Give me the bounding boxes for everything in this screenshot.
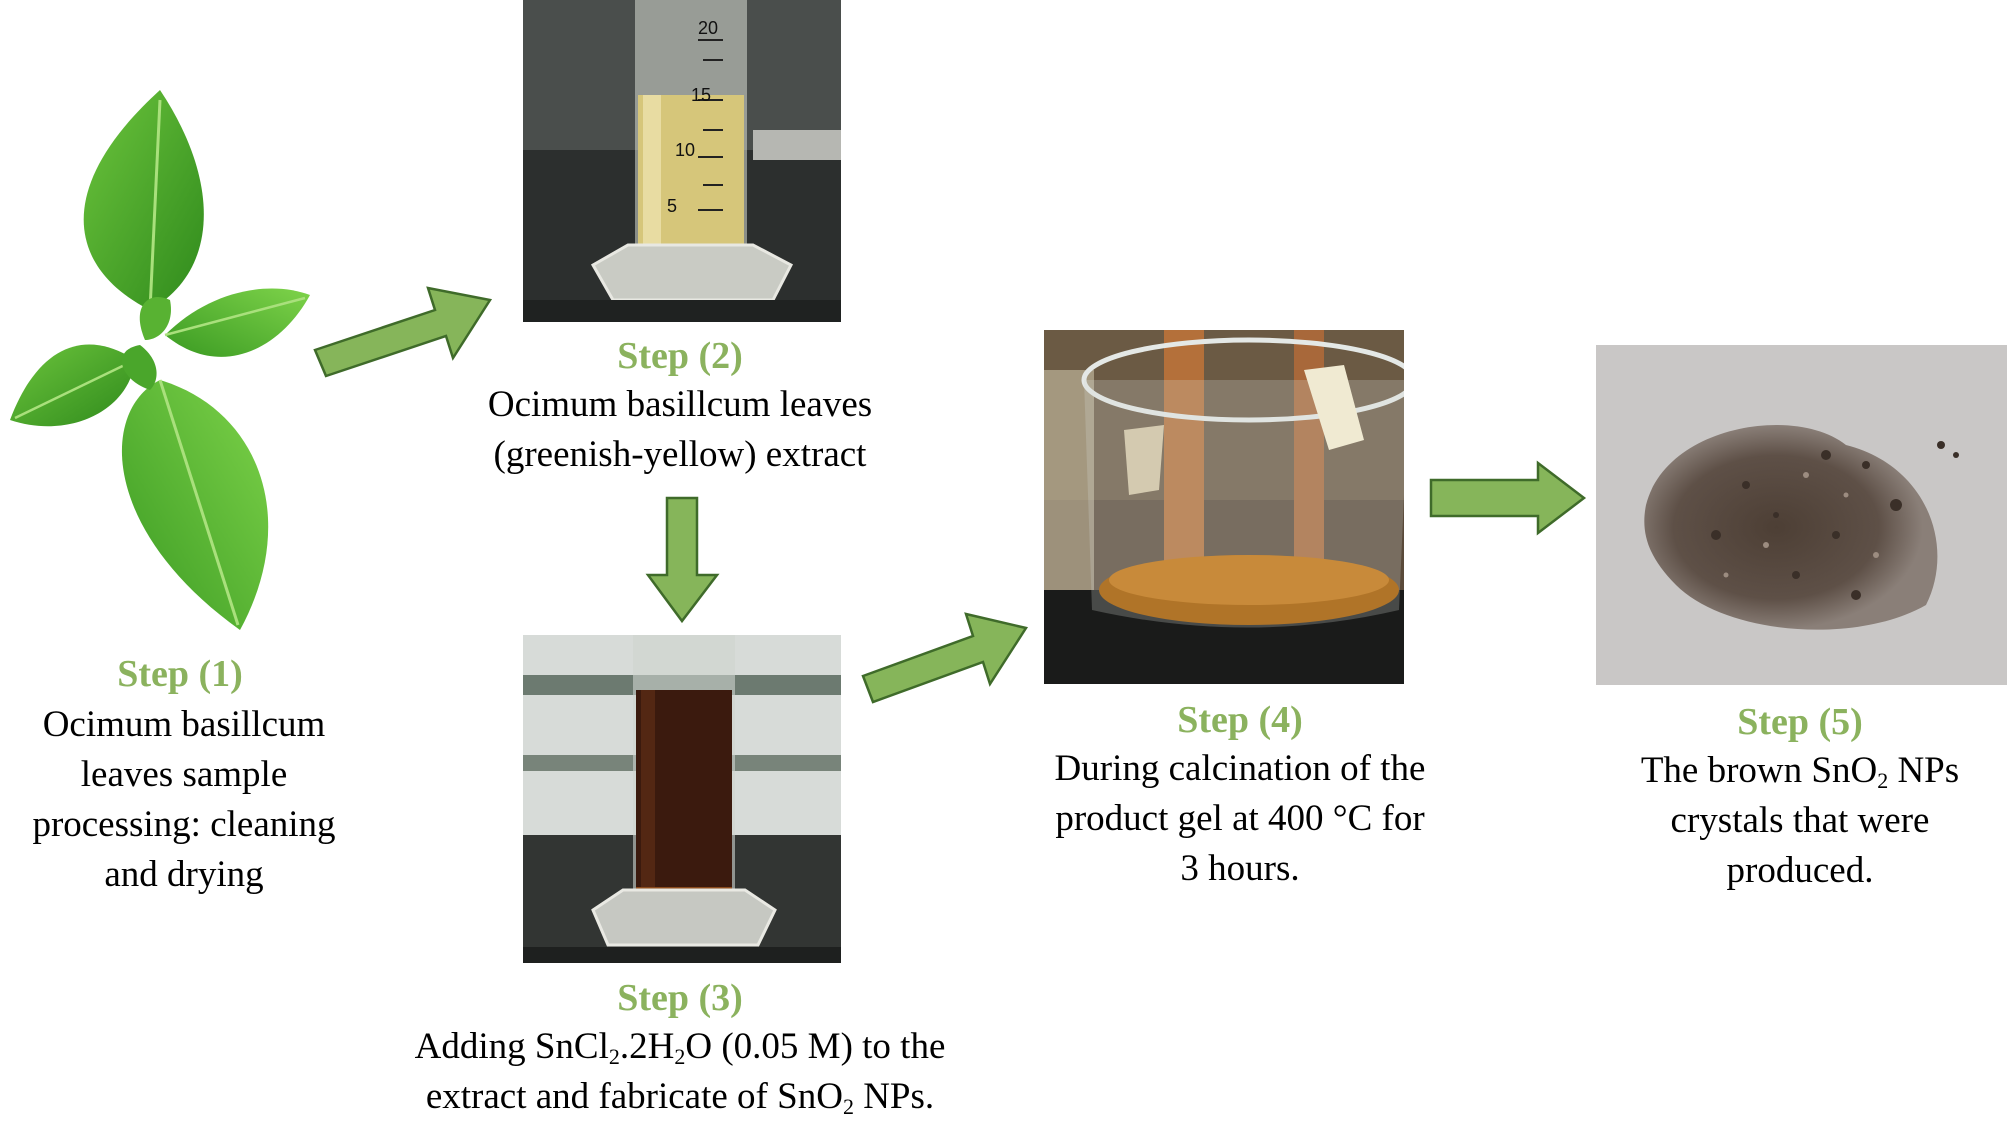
- step-1-title: Step (1): [117, 653, 243, 695]
- cylinder-tick-20: 20: [698, 18, 719, 38]
- arrow-step2-to-step3: [645, 496, 720, 624]
- arrow-step4-to-step5: [1429, 460, 1587, 536]
- cylinder-tick-10: 10: [675, 140, 696, 160]
- step-2-line-2: (greenish-yellow) extract: [493, 434, 867, 475]
- step-4-line-1: During calcination of the: [1054, 748, 1426, 789]
- step-1-line-4: and drying: [104, 854, 264, 895]
- step-4-title: Step (4): [1177, 699, 1303, 741]
- dark-extract-image: [523, 635, 841, 963]
- step-5-line-2: crystals that were: [1670, 800, 1930, 841]
- step-1-description: Ocimum basillcum leaves sample processin…: [0, 700, 368, 900]
- cylinder-tick-5: 5: [667, 196, 678, 216]
- step-3-line-1: Adding SnCl2.2H2O (0.05 M) to the: [414, 1026, 946, 1069]
- step-5-description: The brown SnO2 NPs crystals that were pr…: [1580, 746, 2007, 896]
- arrow-step3-to-step4: [861, 612, 1029, 704]
- greenish-extract-image: 20 15 10 5: [523, 0, 841, 322]
- step-3-line-2: extract and fabricate of SnO2 NPs.: [425, 1076, 935, 1119]
- step-4-line-3: 3 hours.: [1180, 848, 1300, 889]
- step-4-description: During calcination of the product gel at…: [1010, 744, 1470, 894]
- cylinder-tick-15: 15: [691, 85, 712, 105]
- step-3-description: Adding SnCl2.2H2O (0.05 M) to the extrac…: [370, 1022, 990, 1122]
- step-3-title: Step (3): [617, 977, 743, 1019]
- step-1-line-3: processing: cleaning: [32, 804, 336, 845]
- step-2-description: Ocimum basillcum leaves (greenish-yellow…: [440, 380, 920, 480]
- calcination-beaker-image: [1044, 330, 1404, 684]
- step-5-line-3: produced.: [1726, 850, 1874, 891]
- step-1-line-2: leaves sample: [80, 754, 288, 795]
- step-5-line-1: The brown SnO2 NPs: [1640, 750, 1960, 793]
- arrow-step1-to-step2: [313, 286, 493, 378]
- sno2-powder-image: [1596, 345, 2007, 685]
- step-5-title: Step (5): [1737, 701, 1863, 743]
- step-1-line-1: Ocimum basillcum: [42, 704, 326, 745]
- step-2-line-1: Ocimum basillcum leaves: [487, 384, 873, 425]
- step-2-title: Step (2): [617, 335, 743, 377]
- step-4-line-2: product gel at 400 °C for: [1055, 798, 1425, 839]
- basil-leaves-image: [10, 90, 310, 630]
